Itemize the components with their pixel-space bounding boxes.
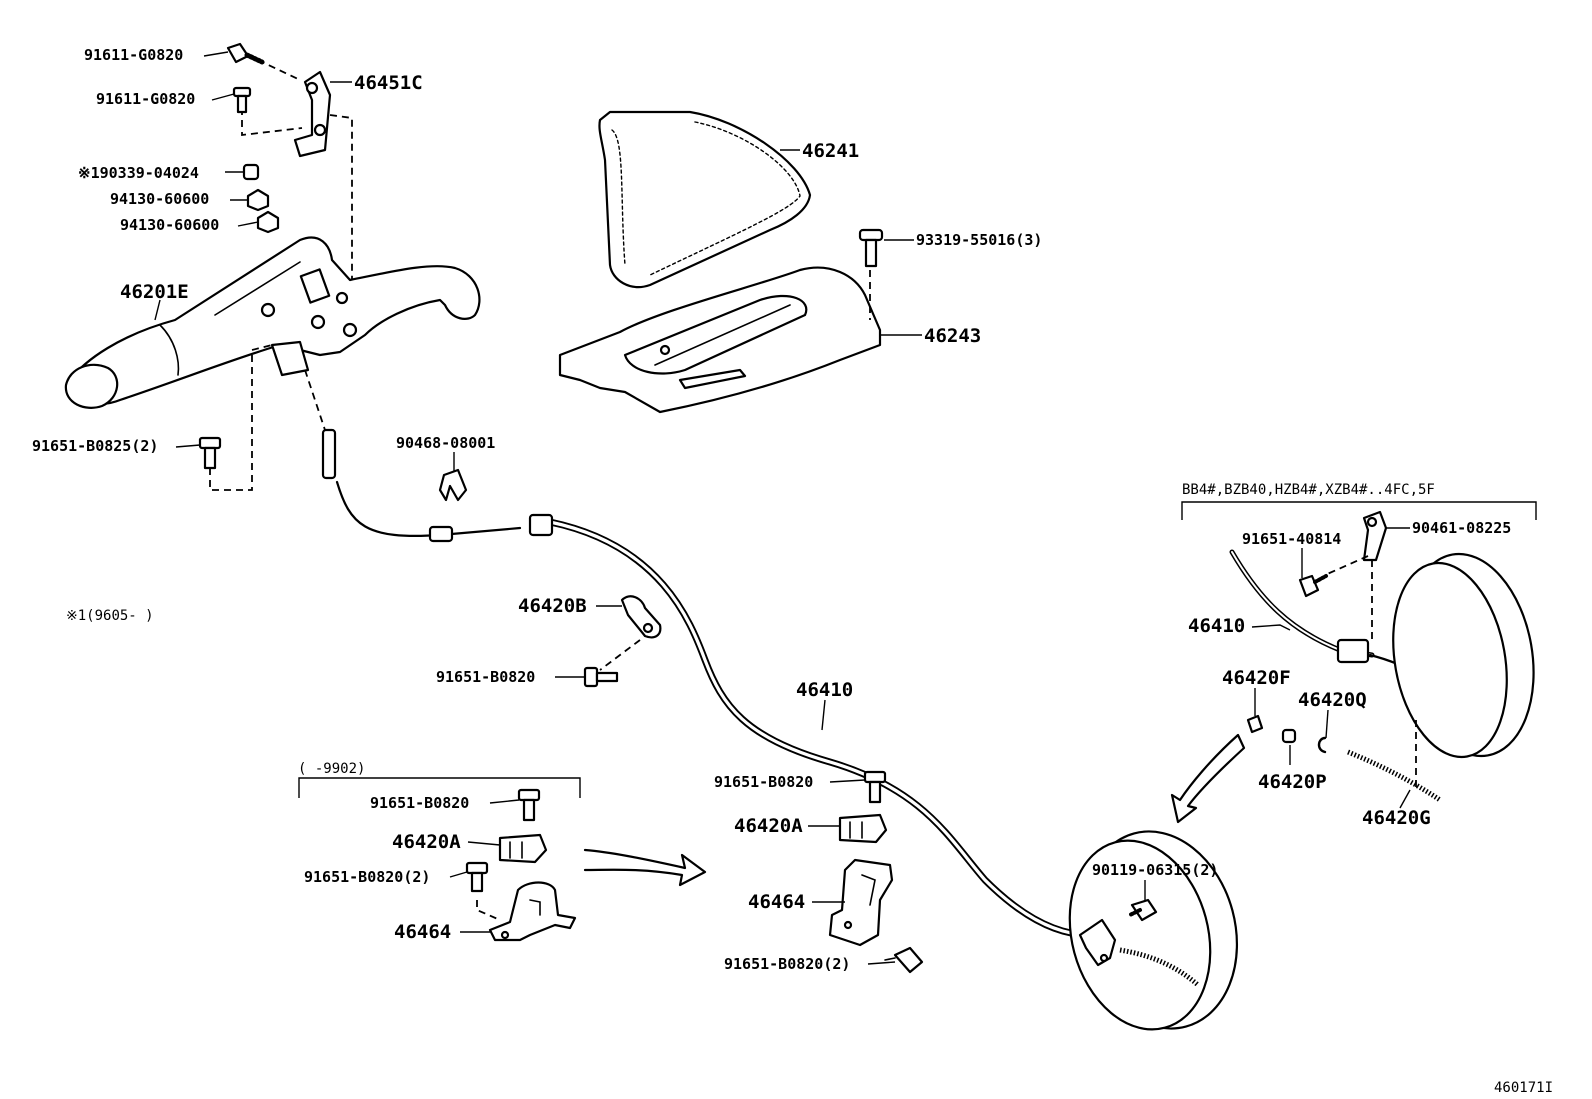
label-46241: 46241 [802,140,859,162]
bracket-46451c [241,59,353,280]
label-note-1: ※1(9605- ) [66,608,154,624]
inset-bracket-9902 [298,777,581,942]
label-46420p: 46420P [1258,771,1327,793]
label-46420a-right: 46420A [734,815,803,837]
screw-93319-55016 [858,228,884,268]
parking-brake-cable-46410 [304,369,1094,939]
leader-lines [154,51,1411,965]
cable-fitting-b [528,513,554,537]
cable-end-rod [321,428,337,480]
label-91651-b0820-2b: 91651-B0820(2) [724,955,850,973]
label-46201e: 46201E [120,281,189,303]
bolt-91651-b0825 [198,344,273,491]
label-bb4-models: BB4#,BZB40,HZB4#,XZB4#..4FC,5F [1182,482,1435,498]
nut-94130-60600-b [256,210,280,234]
label-46420a-left: 46420A [392,831,461,853]
label-46451c: 46451C [354,72,423,94]
label-91651-b0820-b: 91651-B0820 [370,794,469,812]
label-91651-b0820-c: 91651-B0820 [714,773,813,791]
boot-46241 [598,110,812,289]
brake-drum-lower [1068,830,1239,1031]
nut-94130-60600-a [246,188,270,212]
label-91651-b0825: 91651-B0825(2) [32,437,158,455]
label-90461-08225: 90461-08225 [1412,519,1511,537]
label-190339-04024: ※190339-04024 [78,164,199,182]
label-46410-main: 46410 [796,679,853,701]
console-46243 [558,266,882,414]
collar-190339-04024 [242,163,260,181]
label-94130-60600-a: 94130-60600 [110,190,209,208]
part-number-labels: 91611-G0820 91611-G0820 46451C ※190339-0… [32,46,1553,1096]
label-91651-40814: 91651-40814 [1242,530,1341,548]
label-46464-right: 46464 [748,891,805,913]
label-90119-06315: 90119-06315(2) [1092,861,1218,879]
label-46464-left: 46464 [394,921,451,943]
bracket-46464-center [828,770,924,974]
label-46420q: 46420Q [1298,689,1367,711]
label-46243: 46243 [924,325,981,347]
cable-fitting-a [428,525,454,543]
label-91611-g0820-a: 91611-G0820 [84,46,183,64]
diagram-code: 460171I [1494,1080,1553,1096]
parking-brake-lever-46201e [64,236,481,409]
label-90468-08001: 90468-08001 [396,434,495,452]
label-93319-55016: 93319-55016(3) [916,231,1042,249]
label-94130-60600-b: 94130-60600 [120,216,219,234]
label-46420b: 46420B [518,595,587,617]
bolt-91651-b0820-a [583,666,619,688]
bolt-91611-g0820-b [232,86,252,114]
label-9902: ( -9902) [298,761,365,777]
label-91611-g0820-b: 91611-G0820 [96,90,195,108]
label-46420g: 46420G [1362,807,1431,829]
bolt-91611-g0820-a [226,42,265,65]
clamp-46420b [599,595,662,671]
arrow-to-right-inset [583,848,707,887]
label-46420f: 46420F [1222,667,1291,689]
label-91651-b0820-2a: 91651-B0820(2) [304,868,430,886]
inset-rear-brake-bb4 [1170,501,1537,824]
label-46410-right: 46410 [1188,615,1245,637]
clip-90468-08001 [438,468,468,502]
label-91651-b0820-a: 91651-B0820 [436,668,535,686]
